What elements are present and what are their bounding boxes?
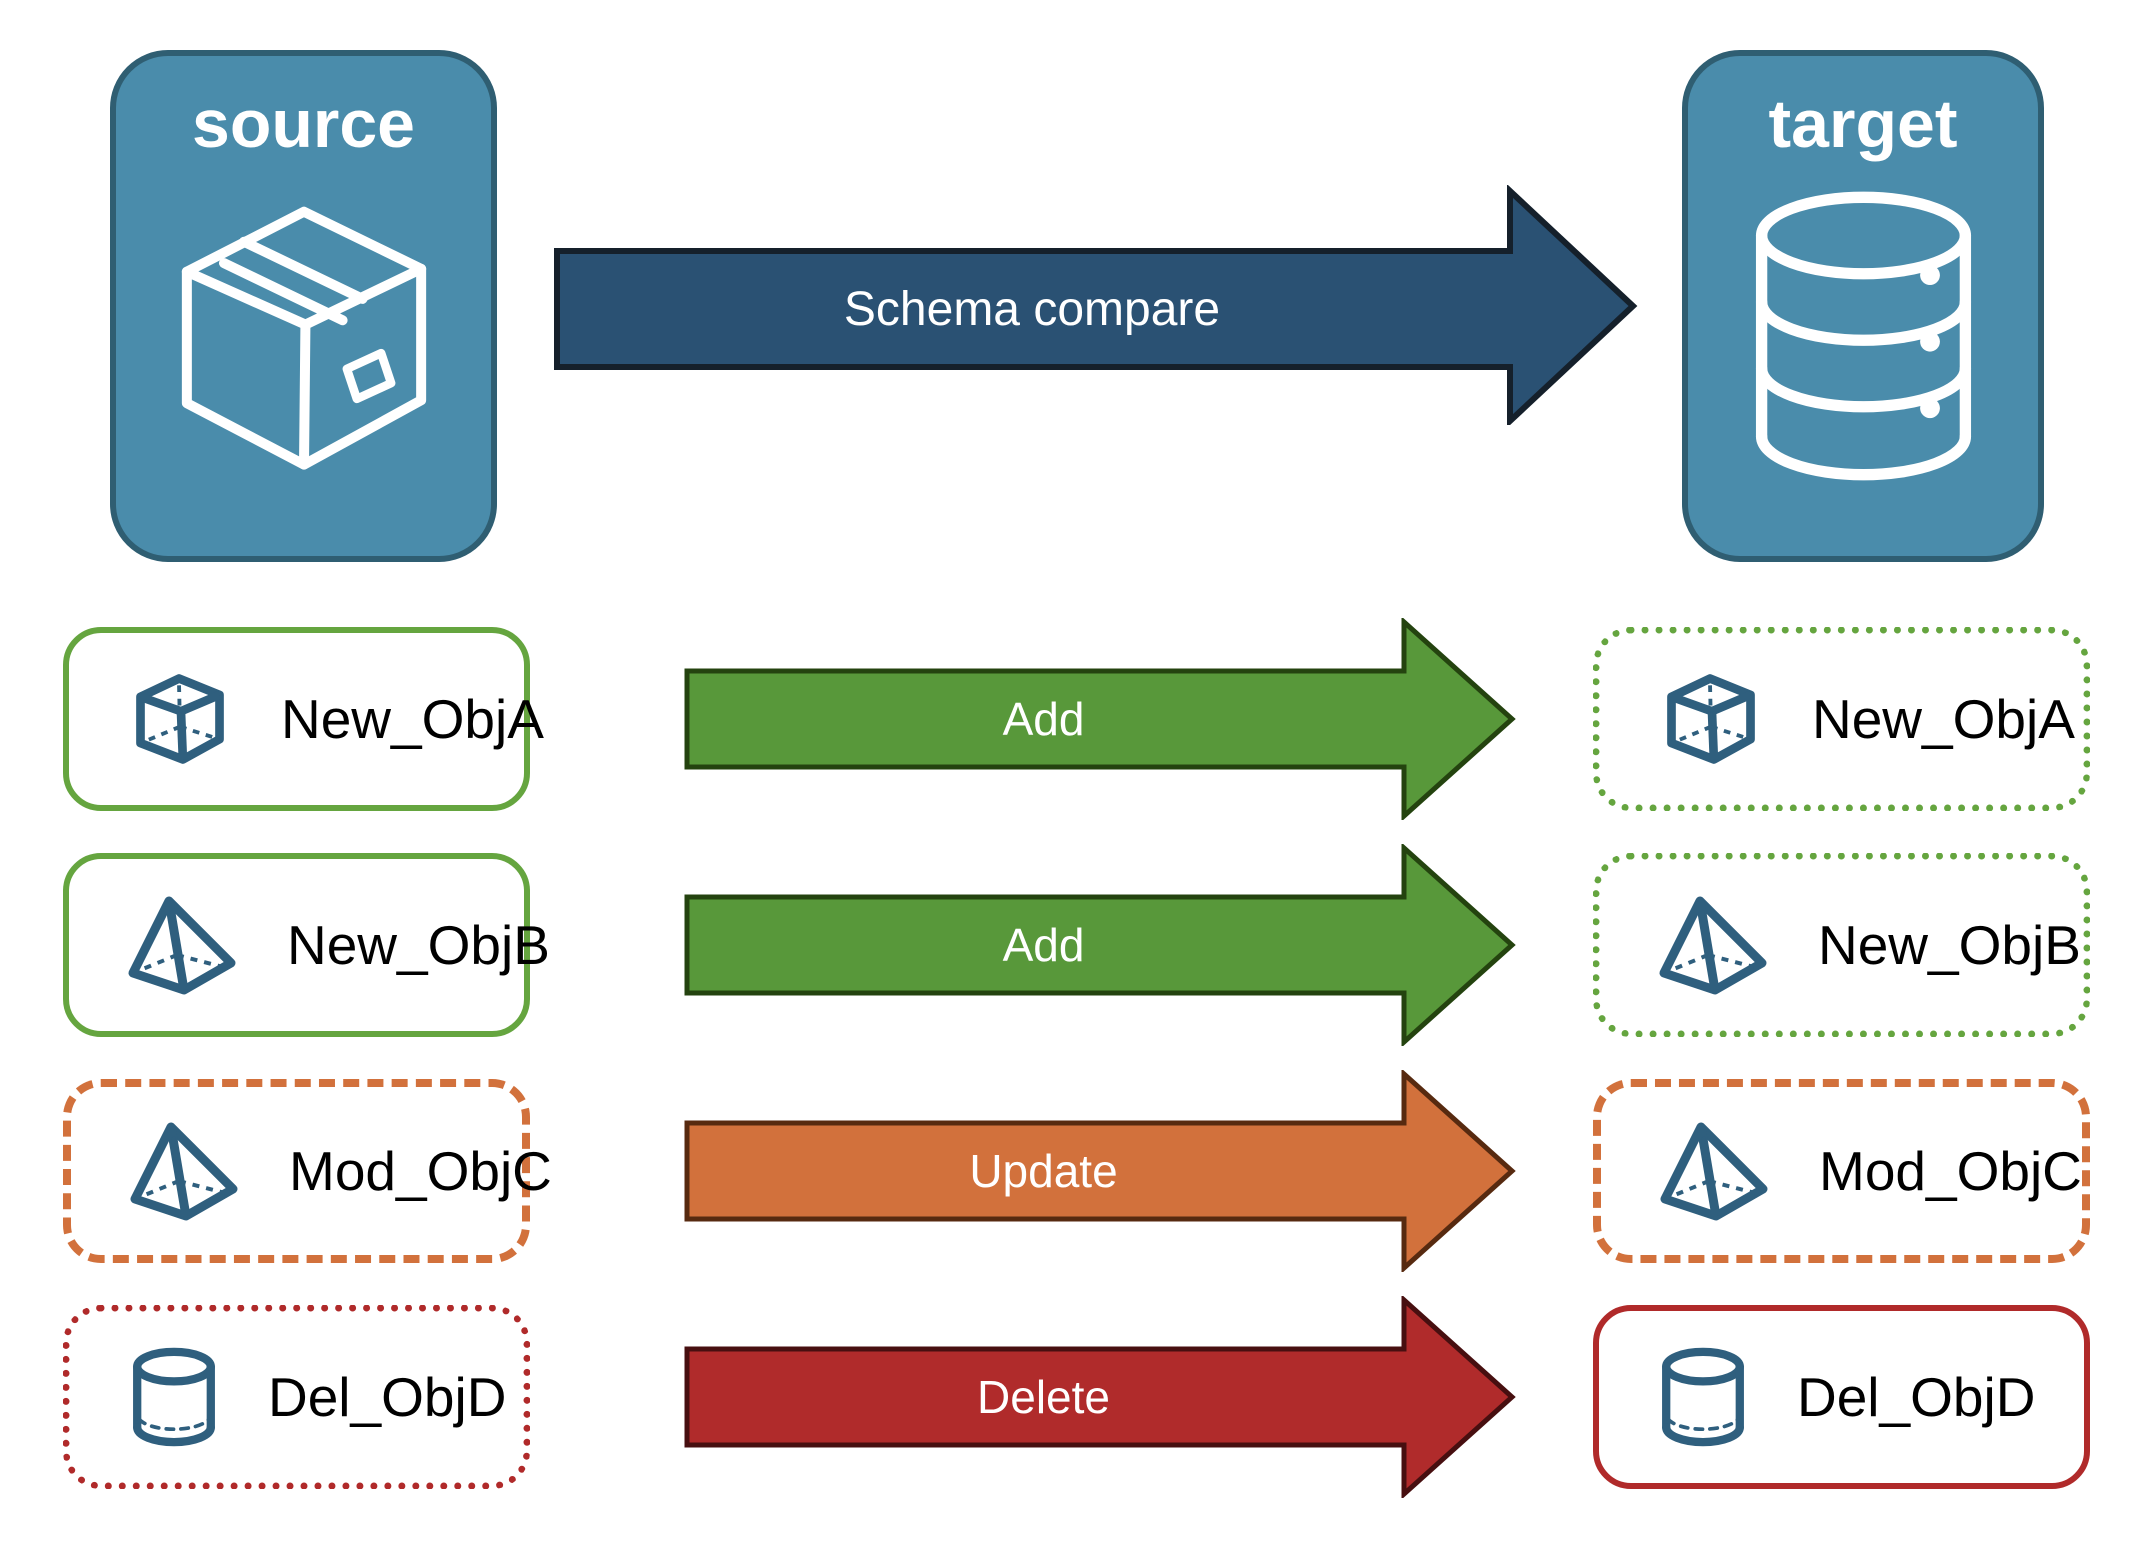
- action-arrow: Delete: [683, 1294, 1518, 1500]
- diff-row: Del_ObjD Delete Del_ObjD: [0, 1294, 2150, 1500]
- source-object-name: Del_ObjD: [268, 1366, 507, 1428]
- action-arrow-shape: [684, 616, 1516, 822]
- row-right-box: New_ObjB: [1593, 853, 2090, 1037]
- schema-compare-arrow-shape: [554, 184, 1638, 428]
- source-panel: source: [110, 50, 497, 562]
- diff-rows: New_ObjA Add New_ObjA: [0, 616, 2150, 1531]
- package-icon: [154, 186, 454, 486]
- action-label: Update: [969, 1145, 1118, 1197]
- target-title: target: [1768, 86, 1958, 162]
- cube-icon: [127, 666, 233, 772]
- action-arrow-shape: [684, 842, 1516, 1048]
- pyramid-icon: [1658, 893, 1770, 997]
- action-label: Add: [1002, 693, 1085, 745]
- diff-row: New_ObjB Add New_ObjB: [0, 842, 2150, 1048]
- pyramid-icon: [129, 1119, 241, 1223]
- target-object-name: New_ObjA: [1812, 688, 2075, 750]
- pyramid-icon: [127, 893, 239, 997]
- row-right-box: Del_ObjD: [1593, 1305, 2090, 1489]
- source-object-name: New_ObjB: [287, 914, 550, 976]
- row-left-box: New_ObjB: [63, 853, 550, 1037]
- schema-compare-label: Schema compare: [843, 282, 1221, 336]
- target-panel: target: [1682, 50, 2044, 562]
- action-label: Delete: [977, 1371, 1110, 1423]
- action-arrow: Update: [683, 1068, 1518, 1274]
- diff-row: New_ObjA Add New_ObjA: [0, 616, 2150, 822]
- action-arrow-shape: [684, 1068, 1516, 1274]
- action-arrow: Add: [683, 842, 1518, 1048]
- row-left-box: Mod_ObjC: [63, 1079, 552, 1263]
- row-left-box: New_ObjA: [63, 627, 544, 811]
- action-arrow-shape: [684, 1294, 1516, 1500]
- database-icon: [1746, 186, 1981, 486]
- cylinder-icon: [128, 1341, 220, 1453]
- target-object-name: Del_ObjD: [1797, 1366, 2036, 1428]
- row-left-box: Del_ObjD: [63, 1305, 530, 1489]
- cylinder-icon: [1657, 1341, 1749, 1453]
- row-right-box: New_ObjA: [1593, 627, 2090, 811]
- cube-icon: [1658, 666, 1764, 772]
- row-right-box: Mod_ObjC: [1593, 1079, 2090, 1263]
- target-object-name: Mod_ObjC: [1819, 1140, 2082, 1202]
- source-title: source: [192, 86, 415, 162]
- action-arrow: Add: [683, 616, 1518, 822]
- source-object-name: Mod_ObjC: [289, 1140, 552, 1202]
- diff-row: Mod_ObjC Update Mod_ObjC: [0, 1068, 2150, 1274]
- schema-compare-arrow: Schema compare: [554, 184, 1639, 428]
- pyramid-icon: [1659, 1119, 1771, 1223]
- action-label: Add: [1002, 919, 1085, 971]
- target-object-name: New_ObjB: [1818, 914, 2081, 976]
- source-object-name: New_ObjA: [281, 688, 544, 750]
